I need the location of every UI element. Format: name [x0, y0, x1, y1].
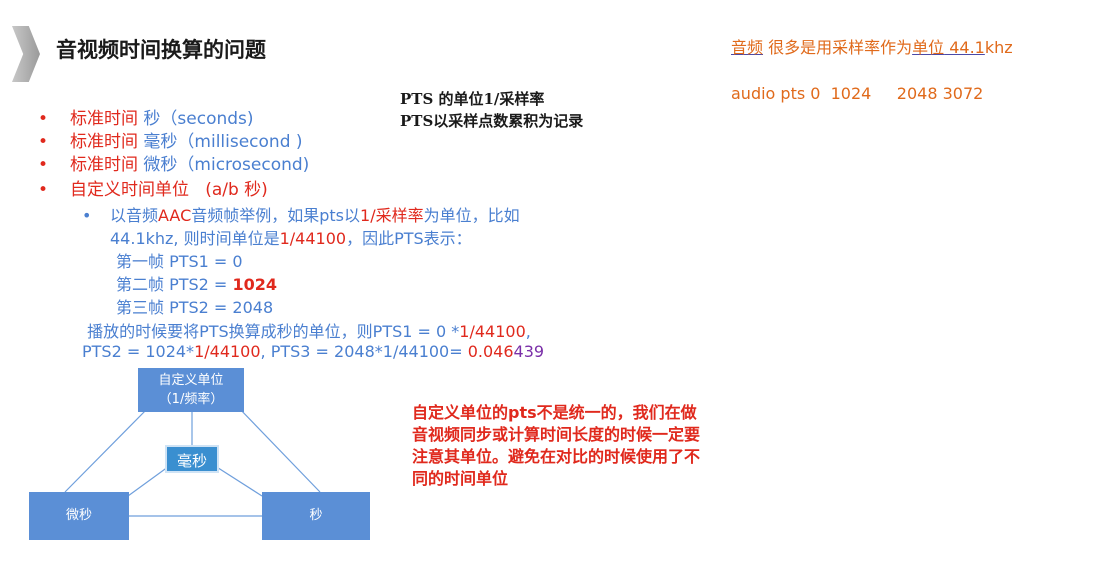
sub-line: 44.1khz, 则时间单位是1/44100，因此PTS表示：	[110, 229, 472, 248]
pts-unit-note: PTS 的单位1/采样率 PTS以采样点数累积为记录	[400, 88, 583, 132]
connector-line	[127, 463, 173, 497]
sub-line: 第一帧 PTS1 = 0	[116, 252, 243, 271]
millisecond-box: 毫秒	[165, 445, 219, 473]
note-word-audio: 音频	[731, 38, 764, 57]
connector-line	[211, 463, 263, 497]
sub-line: 第三帧 PTS2 = 2048	[116, 298, 274, 317]
pts-note-line2: PTS以采样点数累积为记录	[400, 112, 584, 130]
microsecond-box: 微秒	[29, 492, 129, 540]
audio-unit-note: 音频 很多是用采样率作为单位 44.1khz	[731, 34, 1013, 58]
unit-relation-diagram: 自定义单位 （1/频率） 毫秒 微秒 秒	[20, 368, 380, 548]
unit-warning-note: 自定义单位的pts不是统一的，我们在做音视频同步或计算时间长度的时候一定要注意其…	[412, 403, 701, 488]
bullet-item: •标准时间 秒（seconds)	[38, 109, 254, 129]
sub-line: 播放的时候要将PTS换算成秒的单位，则PTS1 = 0 *1/44100,	[82, 322, 531, 341]
diagram-lines	[64, 405, 321, 517]
note-word-unit: 单位	[912, 38, 945, 57]
bullet-item: •自定义时间单位 (a/b 秒)	[38, 180, 268, 200]
connector-line	[64, 405, 151, 493]
sub-line: PTS2 = 1024*1/44100, PTS3 = 2048*1/44100…	[82, 342, 545, 361]
sub-bullet-line: •以音频AAC音频帧举例，如果pts以1/采样率为单位，比如	[82, 206, 520, 225]
chevron-decoration	[12, 26, 40, 82]
second-box: 秒	[262, 492, 370, 540]
note-mid: 很多是用采样率作为	[763, 38, 913, 57]
note-value: 44.1	[944, 38, 985, 57]
connector-line	[236, 405, 321, 493]
bullet-item: •标准时间 毫秒（millisecond )	[38, 132, 303, 152]
audio-pts-sequence: audio pts 0 1024 2048 3072	[731, 84, 984, 103]
page-title: 音视频时间换算的问题	[56, 38, 266, 62]
note-tail: khz	[984, 38, 1013, 57]
sub-line: 第二帧 PTS2 = 1024	[116, 275, 277, 294]
bullet-item: •标准时间 微秒（microsecond)	[38, 155, 310, 175]
custom-unit-box: 自定义单位 （1/频率）	[138, 368, 244, 412]
pts-note-line1: PTS 的单位1/采样率	[400, 90, 545, 108]
